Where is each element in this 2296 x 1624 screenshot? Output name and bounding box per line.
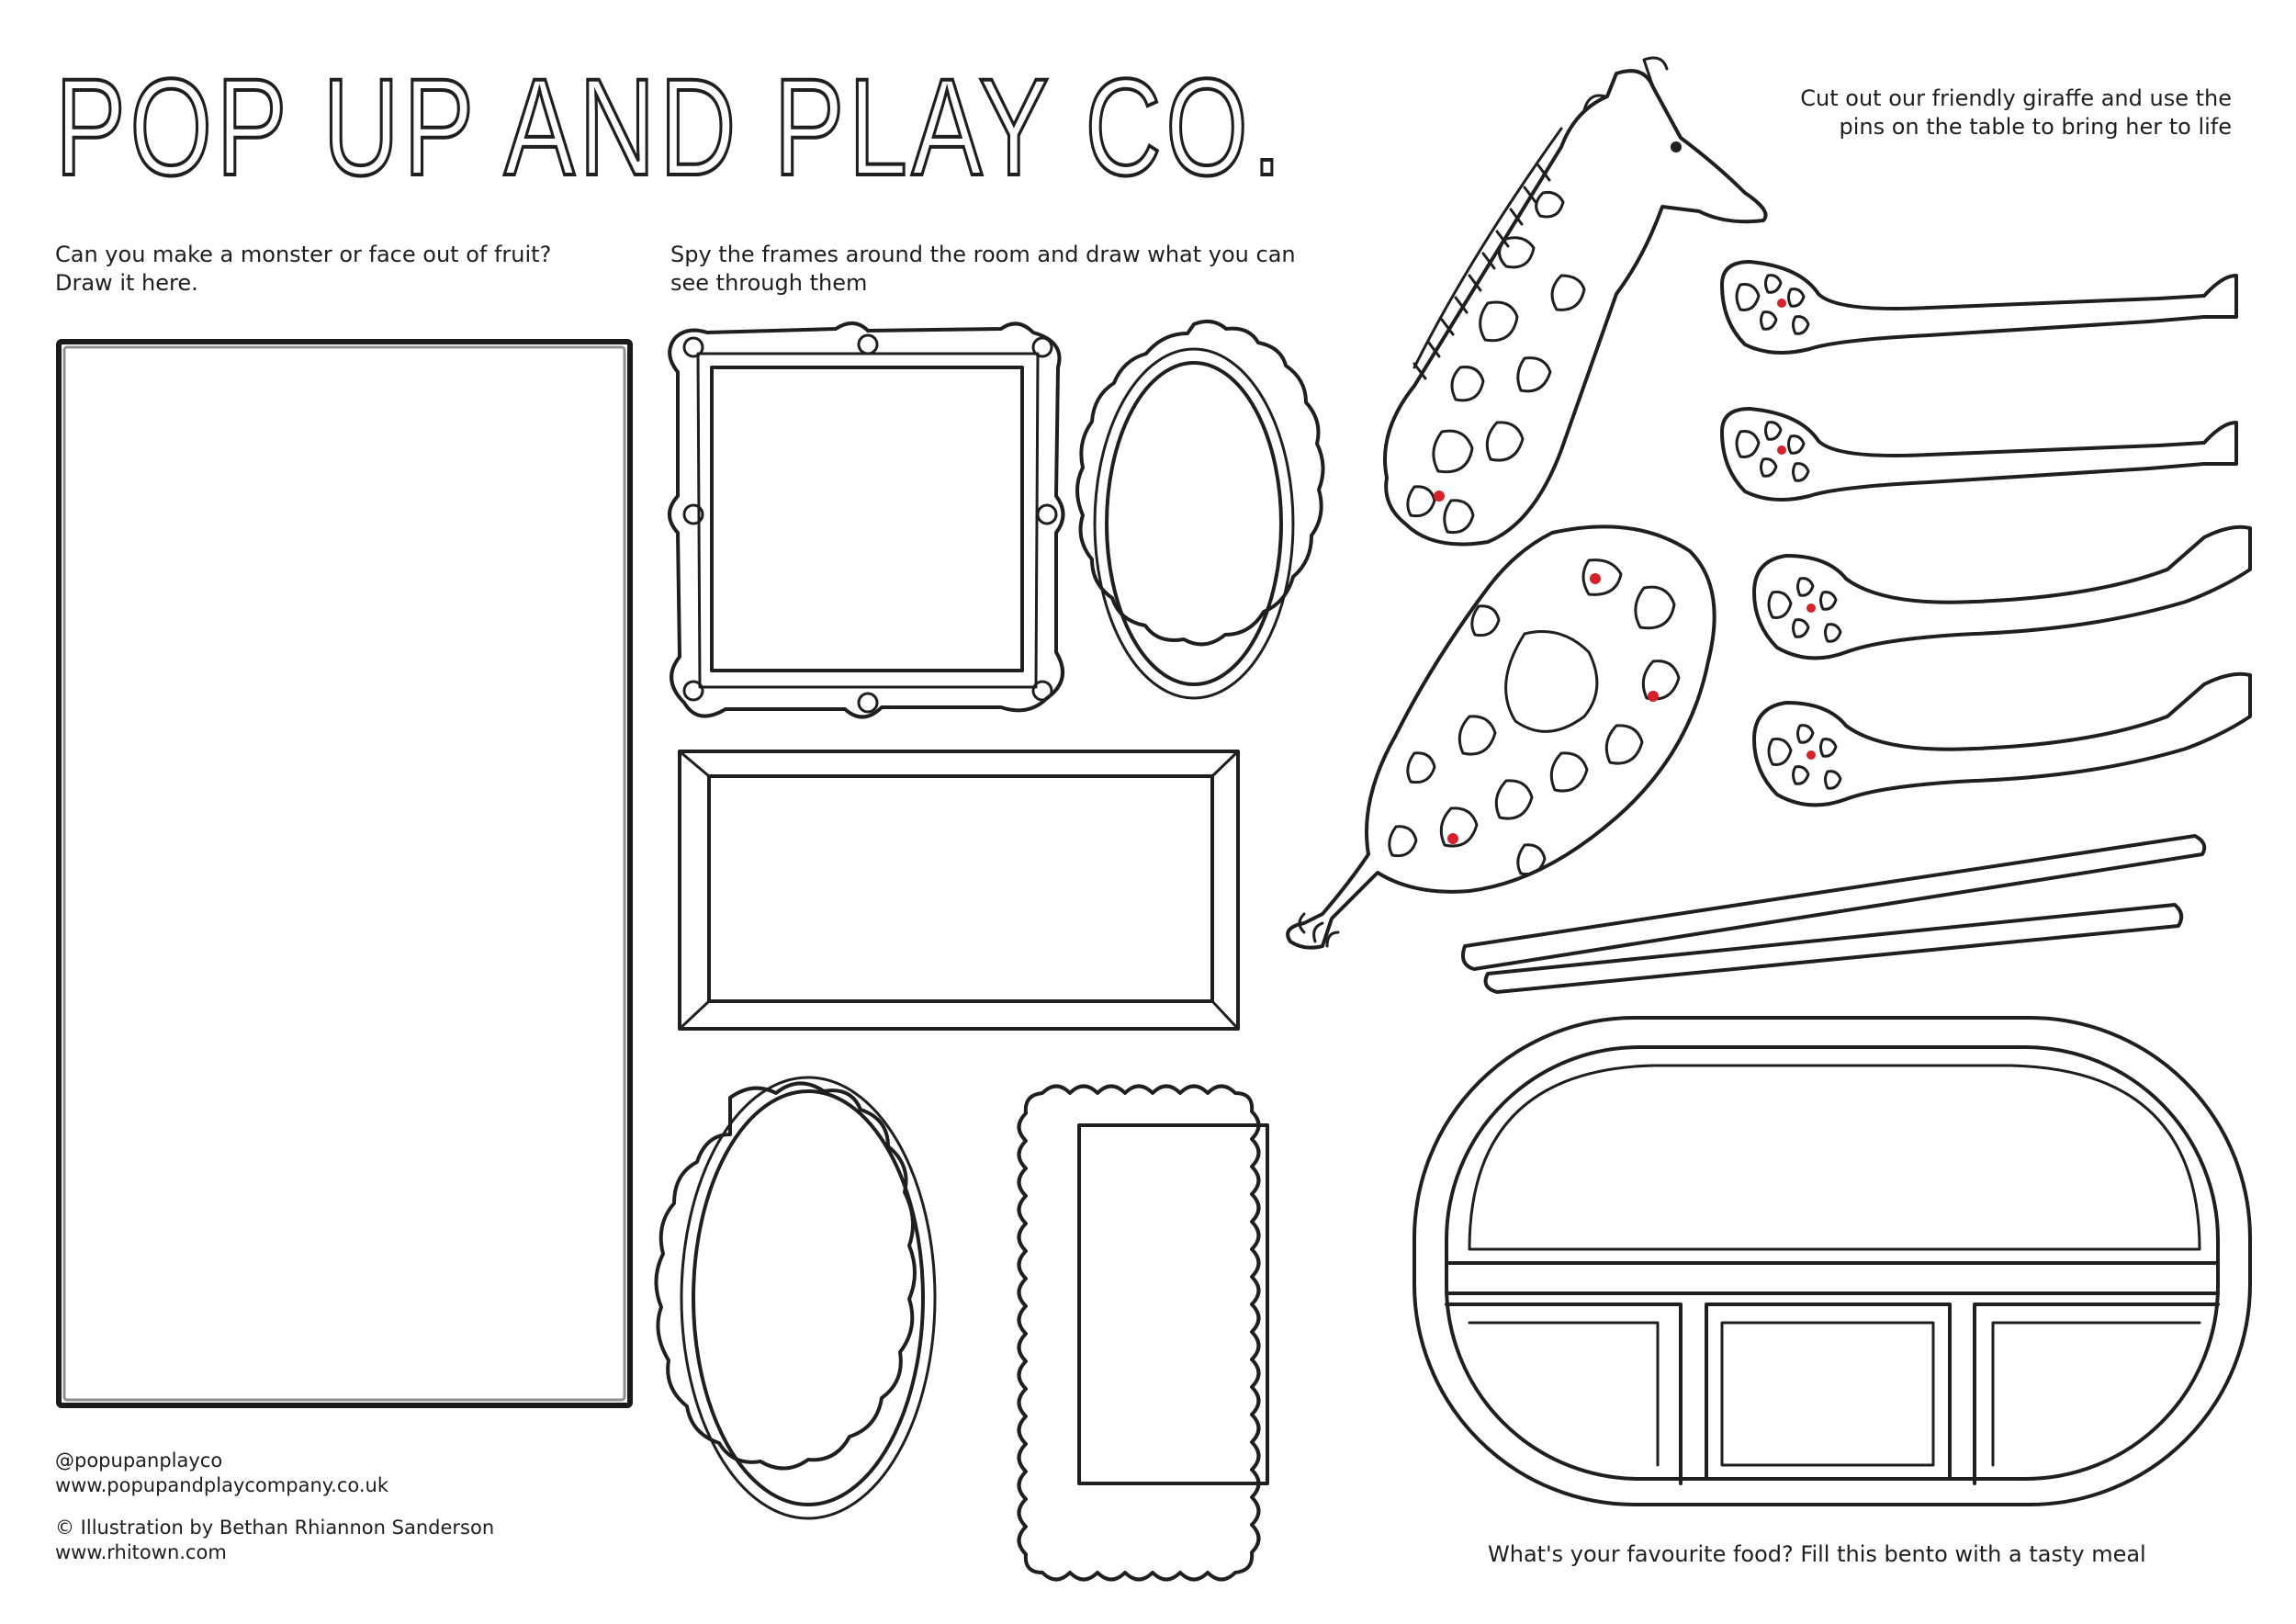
- brand-title-text: POP UP AND PLAY CO.: [55, 50, 1286, 202]
- giraffe-leg-2[interactable]: [1720, 407, 2238, 502]
- giraffe-leg-4[interactable]: [1752, 671, 2252, 807]
- chopsticks[interactable]: [1461, 834, 2207, 994]
- wide-rectangle-frame[interactable]: [678, 750, 1240, 1031]
- social-handle: @popupanplayco: [55, 1449, 223, 1472]
- credit-website: www.rhitown.com: [55, 1541, 227, 1563]
- scalloped-oval-frame[interactable]: [1075, 319, 1325, 700]
- spy-frames-line-2: see through them: [670, 270, 868, 296]
- spy-frames-line-1: Spy the frames around the room and draw …: [670, 242, 1296, 267]
- giraffe-neck-head-cutout[interactable]: [1383, 56, 1768, 547]
- fruit-monster-line-2: Draw it here.: [55, 270, 198, 296]
- fruit-monster-line-1: Can you make a monster or face out of fr…: [55, 242, 552, 267]
- scalloped-rectangle-frame[interactable]: [1017, 1084, 1269, 1582]
- fruit-monster-instructions: Can you make a monster or face out of fr…: [55, 241, 551, 298]
- giraffe-body-cutout[interactable]: [1286, 524, 1716, 950]
- bento-caption: What's your favourite food? Fill this be…: [1488, 1541, 2146, 1567]
- giraffe-instructions: Cut out our friendly giraffe and use the…: [1800, 85, 2232, 141]
- bottom-oval-frame[interactable]: [654, 1076, 937, 1520]
- footer-credits: © Illustration by Bethan Rhiannon Sander…: [55, 1516, 494, 1565]
- footer-contacts: @popupanplayco www.popupandplaycompany.c…: [55, 1449, 388, 1498]
- giraffe-line-1: Cut out our friendly giraffe and use the: [1800, 85, 2232, 111]
- giraffe-line-2: pins on the table to bring her to life: [1839, 114, 2232, 140]
- website-link: www.popupandplaycompany.co.uk: [55, 1474, 389, 1496]
- giraffe-leg-1[interactable]: [1720, 260, 2238, 355]
- illustration-credit: © Illustration by Bethan Rhiannon Sander…: [55, 1517, 495, 1539]
- giraffe-leg-3[interactable]: [1752, 524, 2252, 660]
- brand-title: POP UP AND PLAY CO.: [55, 48, 1286, 202]
- bento-box[interactable]: [1412, 1016, 2252, 1506]
- ornate-square-frame[interactable]: [668, 321, 1065, 719]
- fruit-drawing-box[interactable]: [56, 339, 633, 1408]
- spy-frames-instructions: Spy the frames around the room and draw …: [670, 241, 1296, 298]
